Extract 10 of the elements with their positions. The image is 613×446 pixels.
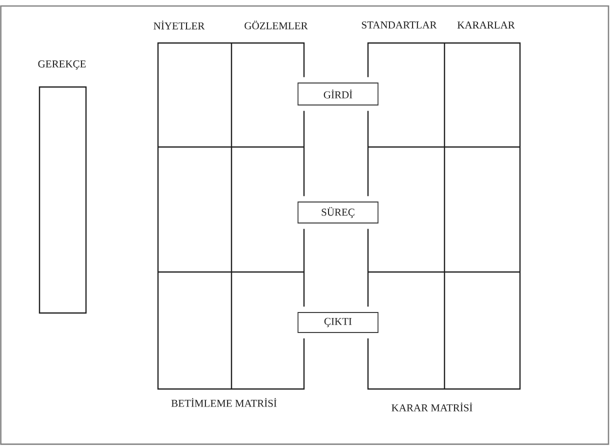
matrix-caption: BETİMLEME MATRİSİ xyxy=(171,398,277,407)
column-header: NİYETLER xyxy=(154,20,205,30)
box-heading: GEREKÇE xyxy=(38,60,86,70)
column-header: KARARLAR xyxy=(457,22,515,28)
stage-box: SÜREÇ xyxy=(298,202,378,224)
column-header: STANDARTLAR xyxy=(362,21,437,29)
matrix-caption: KARAR MATRİSİ xyxy=(392,402,472,412)
column-header: GÖZLEMLER xyxy=(244,20,308,30)
stage-box: ÇIKTI xyxy=(298,312,378,333)
stage-box: GİRDİ xyxy=(298,82,378,106)
